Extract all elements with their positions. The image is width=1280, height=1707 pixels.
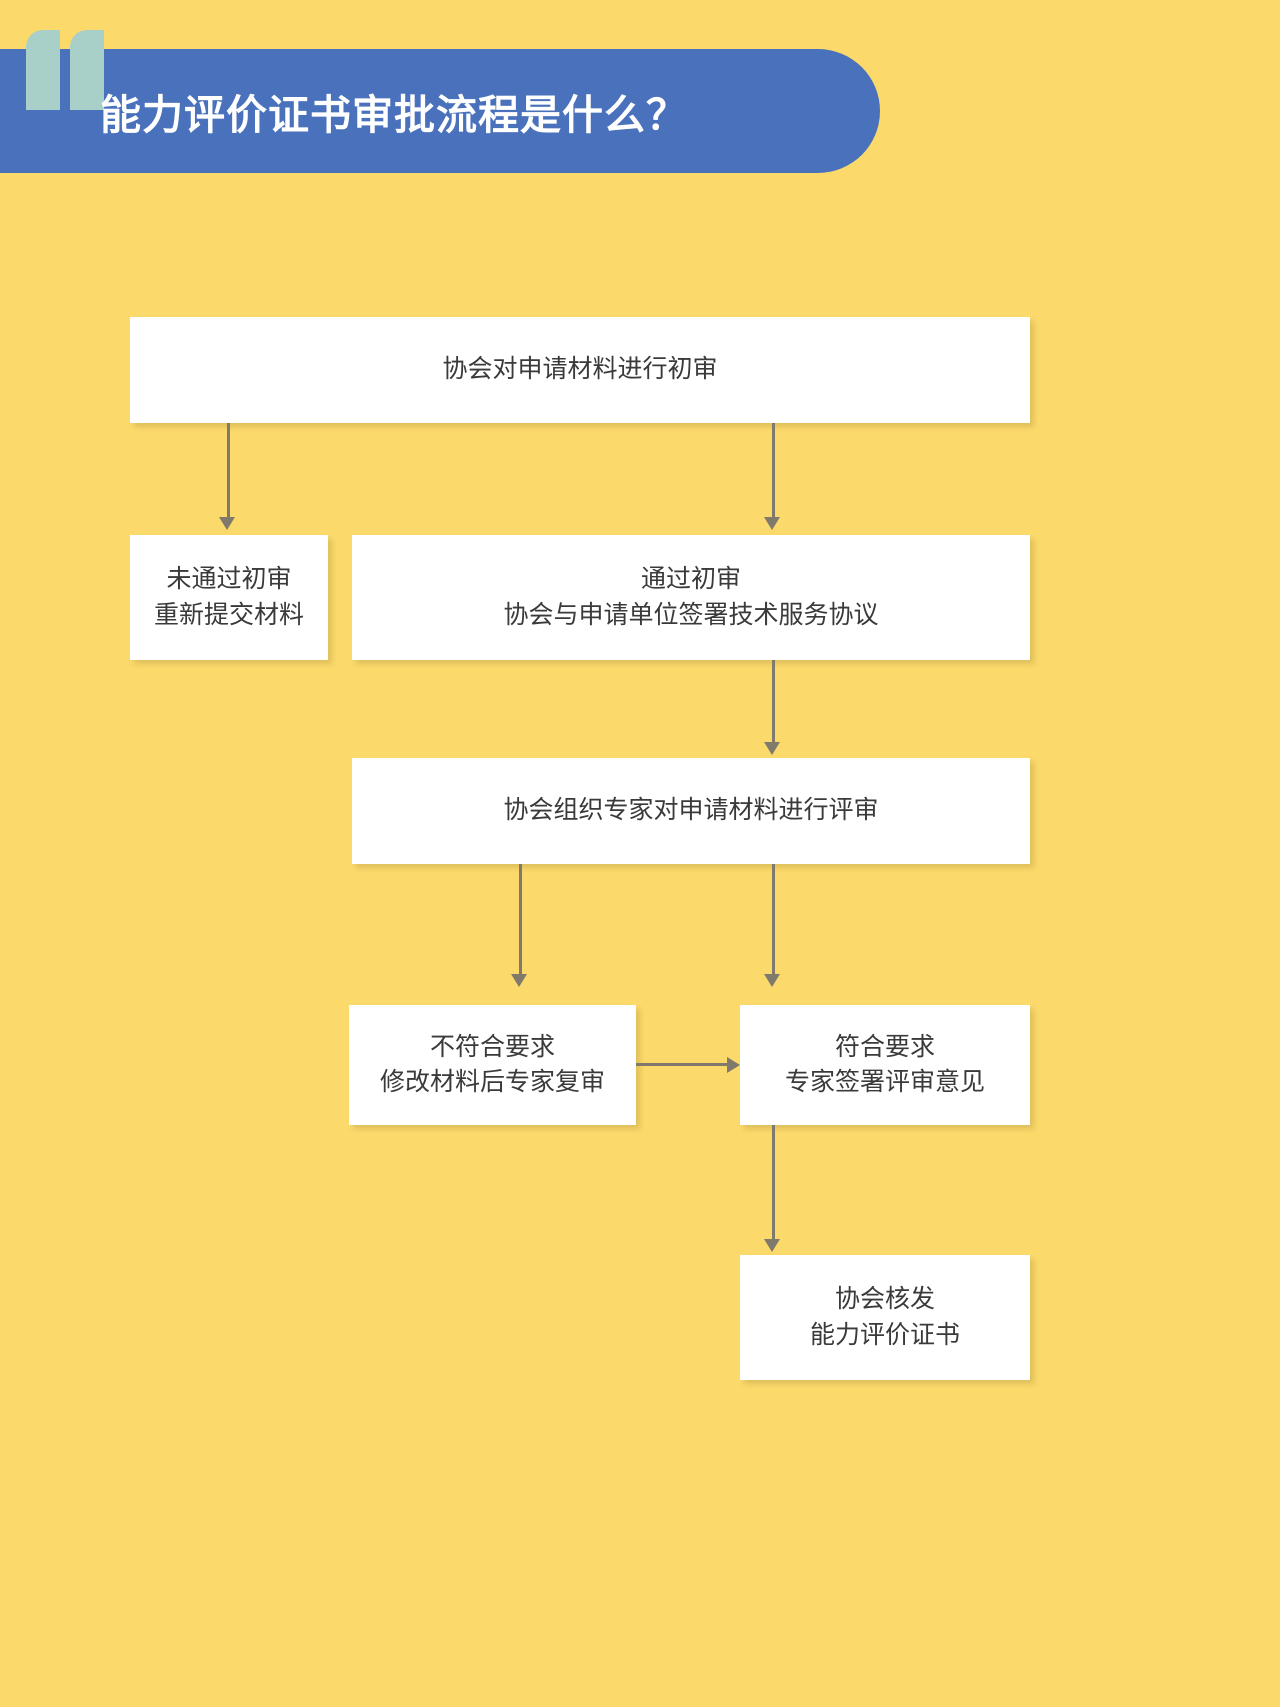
flow-node-line: 协会对申请材料进行初审 — [442, 355, 718, 384]
arrowhead-passed-to-expert — [764, 742, 780, 755]
flow-node-initial-review[interactable]: 协会对申请材料进行初审 — [130, 317, 1030, 423]
arrowhead-expert-to-qualified — [764, 974, 780, 987]
connector-passed-to-expert — [772, 660, 775, 744]
flow-node-line: 协会与申请单位签署技术服务协议 — [503, 600, 879, 629]
flow-node-line: 能力评价证书 — [809, 1320, 960, 1349]
flow-node-line: 未通过初审 — [166, 565, 292, 593]
arrowhead-initial-to-passed — [764, 517, 780, 530]
flow-node-line: 修改材料后专家复审 — [379, 1068, 605, 1096]
connector-initial-to-failed — [227, 423, 230, 519]
flow-node-line: 协会核发 — [834, 1285, 935, 1313]
arrowhead-not-qualified-to-qualified — [727, 1057, 740, 1073]
flow-node-passed-initial[interactable]: 通过初审 协会与申请单位签署技术服务协议 — [352, 535, 1030, 660]
flow-node-line: 重新提交材料 — [153, 600, 304, 629]
connector-expert-to-qualified — [772, 864, 775, 976]
connector-not-qualified-to-qualified — [636, 1063, 729, 1066]
flow-node-not-qualified[interactable]: 不符合要求 修改材料后专家复审 — [349, 1005, 636, 1125]
arrowhead-qualified-to-certificate — [764, 1239, 780, 1252]
flow-node-line: 符合要求 — [834, 1032, 935, 1061]
flow-node-qualified[interactable]: 符合要求 专家签署评审意见 — [740, 1005, 1030, 1125]
flow-node-line: 专家签署评审意见 — [784, 1068, 985, 1096]
connector-initial-to-passed — [772, 423, 775, 519]
header: 能力评价证书审批流程是什么？ — [0, 0, 1280, 200]
arrowhead-expert-to-not-qualified — [511, 974, 527, 987]
arrowhead-initial-to-failed — [219, 517, 235, 530]
connector-expert-to-not-qualified — [519, 864, 522, 976]
page-title: 能力评价证书审批流程是什么？ — [100, 92, 688, 138]
flow-node-line: 通过初审 — [640, 565, 741, 593]
title-banner — [0, 49, 880, 173]
flow-node-line: 不符合要求 — [429, 1032, 555, 1061]
flow-node-failed-initial[interactable]: 未通过初审 重新提交材料 — [130, 535, 328, 660]
quote-mark-icon — [26, 30, 108, 110]
flow-node-line: 协会组织专家对申请材料进行评审 — [503, 796, 879, 825]
flow-node-certificate[interactable]: 协会核发 能力评价证书 — [740, 1255, 1030, 1380]
flow-node-expert-review[interactable]: 协会组织专家对申请材料进行评审 — [352, 758, 1030, 864]
connector-qualified-to-certificate — [772, 1125, 775, 1241]
